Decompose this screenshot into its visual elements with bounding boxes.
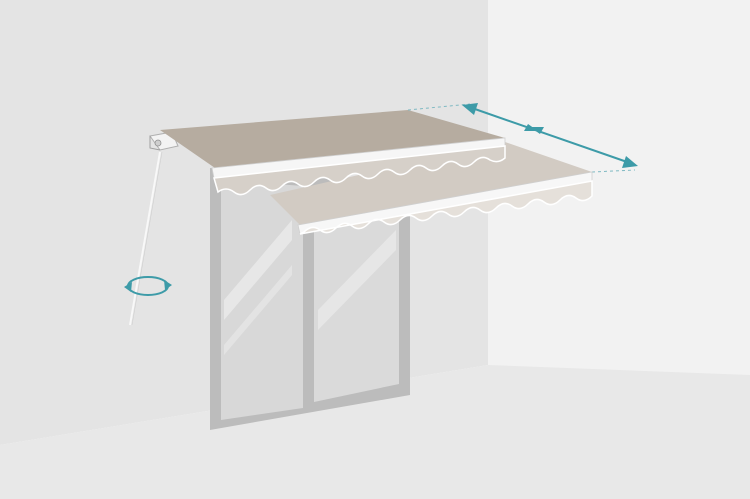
floor xyxy=(0,365,750,499)
crank-rotate-icon xyxy=(124,276,172,296)
window xyxy=(210,168,410,430)
extension-guide-line xyxy=(591,169,636,173)
crank-rod xyxy=(129,151,161,326)
crank-rod-outline xyxy=(131,151,163,326)
awning-fabric-top xyxy=(160,110,505,168)
glass-reflection xyxy=(224,265,292,355)
window-pane-right xyxy=(314,187,399,402)
glass-reflection xyxy=(224,220,292,320)
awning-fabric-extension xyxy=(270,142,592,225)
extension-guide-line xyxy=(407,103,471,111)
glass-reflection xyxy=(318,230,396,330)
extend-arrow-icon xyxy=(462,103,638,168)
awning-valance-main xyxy=(213,145,506,196)
awning-valance-extension xyxy=(299,180,593,235)
